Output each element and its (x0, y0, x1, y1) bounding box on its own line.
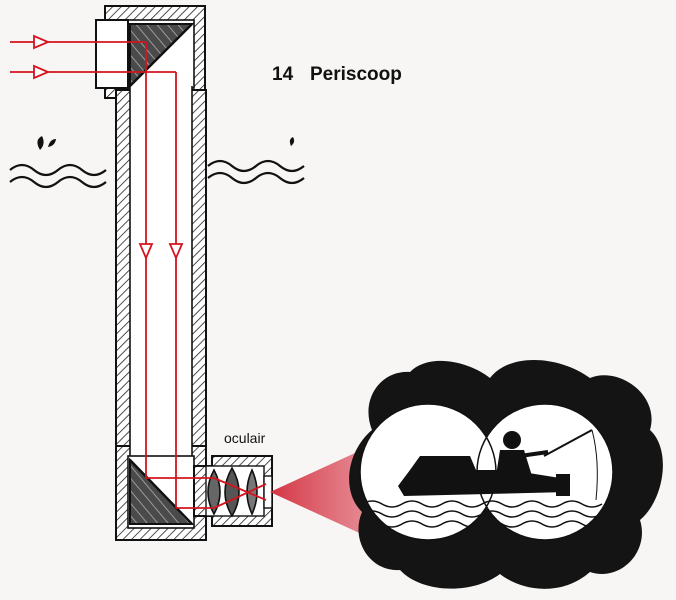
splash-icon (289, 137, 295, 146)
arrow-icon (138, 243, 154, 261)
figure-title-text: Periscoop (310, 64, 402, 85)
wave-icon (9, 175, 107, 189)
lens-icon (224, 466, 240, 518)
wave-icon (207, 171, 305, 185)
lens-icon (207, 468, 221, 516)
figure-number: 14 (272, 64, 294, 85)
wave-icon (361, 500, 603, 508)
wave-icon (9, 163, 107, 177)
periscope-tube (95, 5, 273, 541)
light-rays (10, 34, 267, 509)
arrow-icon (168, 243, 184, 261)
arrow-icon (33, 34, 51, 50)
fisherman-in-boat-icon (398, 470, 568, 496)
eyepiece-label: oculair (224, 430, 266, 446)
lens-icon (246, 468, 258, 516)
figure-title: 14 Periscoop (272, 64, 402, 85)
wave-icon (207, 159, 305, 173)
eyepiece (207, 466, 273, 518)
splash-icon (37, 136, 56, 150)
arrow-icon (33, 64, 51, 80)
water-surface (9, 136, 305, 189)
